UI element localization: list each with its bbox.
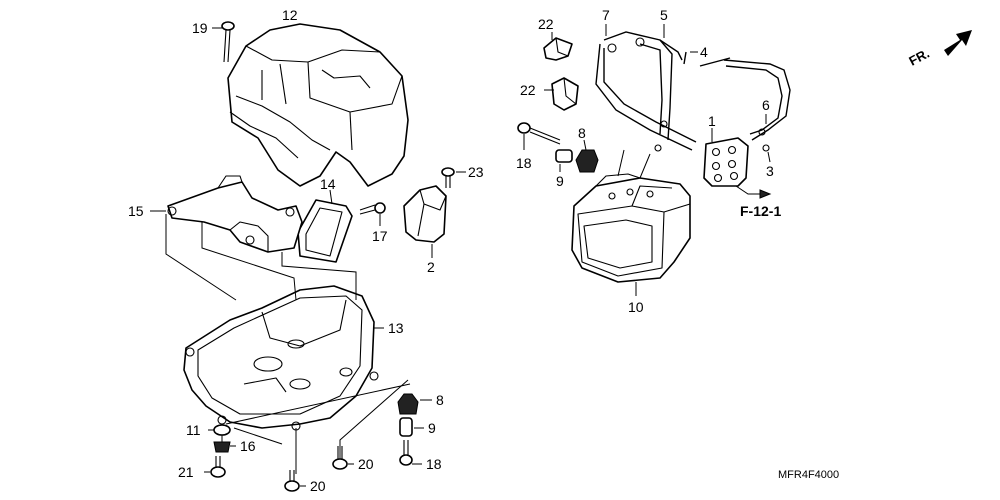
callout-11: 11 <box>186 422 201 438</box>
abs-modulator-part-10 <box>571 149 691 296</box>
bolt-part-18-upper <box>517 122 561 150</box>
callout-19: 19 <box>192 20 208 36</box>
callout-labels: 19 12 23 14 15 17 2 13 8 9 11 16 21 20 2… <box>128 7 839 494</box>
front-direction-indicator: FR. <box>906 30 972 69</box>
callout-22-upper: 22 <box>538 16 554 32</box>
tray-part-13 <box>183 285 384 431</box>
callout-12: 12 <box>282 7 298 23</box>
callout-4: 4 <box>700 44 708 60</box>
joint-block-part-1 <box>703 128 772 199</box>
gasket-part-14 <box>297 189 353 263</box>
callout-15: 15 <box>128 203 144 219</box>
callout-14: 14 <box>320 176 336 192</box>
callout-5: 5 <box>660 7 668 23</box>
callout-13: 13 <box>388 320 404 336</box>
brake-pipes <box>595 24 791 163</box>
callout-17: 17 <box>372 228 388 244</box>
bolt-part-21 <box>204 456 226 478</box>
callout-7: 7 <box>602 7 610 23</box>
bolt-part-19 <box>212 21 235 63</box>
cover-part-2 <box>403 185 447 258</box>
callout-1: 1 <box>708 113 716 129</box>
callout-9-upper: 9 <box>556 173 564 189</box>
callout-9-lower: 9 <box>428 420 436 436</box>
callout-18-lower: 18 <box>426 456 442 472</box>
bolt-part-20-b <box>284 470 306 492</box>
rubber-part-16 <box>213 441 236 453</box>
front-label: FR. <box>906 46 932 69</box>
washer-part-11 <box>208 424 231 436</box>
reference-label: F-12-1 <box>740 203 781 219</box>
callout-23: 23 <box>468 164 484 180</box>
callout-20-b: 20 <box>310 478 326 494</box>
front-arrow-icon <box>944 30 972 56</box>
callout-21: 21 <box>178 464 194 480</box>
callout-8-upper: 8 <box>578 125 586 141</box>
bracket-part-15 <box>150 175 303 253</box>
clip-part-22-lower <box>544 77 579 111</box>
callout-3: 3 <box>766 163 774 179</box>
bolt-part-17 <box>359 202 386 226</box>
callout-6: 6 <box>762 97 770 113</box>
callout-2: 2 <box>427 259 435 275</box>
callout-22-lower: 22 <box>520 82 536 98</box>
diagram-code: MFR4F4000 <box>778 469 839 481</box>
grommet-part-8-upper <box>575 139 599 173</box>
grommet-part-8-lower <box>397 393 432 415</box>
collar-part-9-upper <box>555 149 573 172</box>
callout-20-a: 20 <box>358 456 374 472</box>
collar-part-9-lower <box>399 417 424 437</box>
bolt-part-18-lower <box>399 440 422 466</box>
callout-16: 16 <box>240 438 256 454</box>
bolt-part-20-a <box>332 446 354 470</box>
callout-10: 10 <box>628 299 644 315</box>
cover-part-12 <box>227 23 409 187</box>
screw-part-23 <box>441 167 466 188</box>
clip-part-22-upper <box>543 32 573 61</box>
callout-18-upper: 18 <box>516 155 532 171</box>
callout-8-lower: 8 <box>436 392 444 408</box>
